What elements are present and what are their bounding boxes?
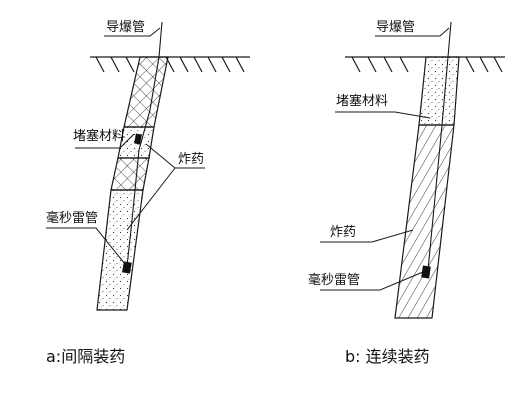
label-ms-detonator-b: 毫秒雷管	[308, 272, 360, 288]
label-stemming-b: 堵塞材料	[336, 93, 388, 109]
caption-b: b: 连续装药	[345, 347, 430, 366]
ground-surface-a	[90, 56, 250, 73]
diagram-a: 导爆管 堵塞材料 炸药 毫秒雷管 a:间隔装药	[46, 20, 250, 366]
stemming-b	[418, 56, 460, 126]
label-explosive-a: 炸药	[178, 152, 204, 167]
stemming-middle-a	[110, 157, 150, 191]
leader-ms-detonator-b	[320, 271, 424, 291]
diagram-b: 导爆管 堵塞材料 炸药 毫秒雷管 b: 连续装药	[308, 20, 505, 366]
explosive-lower-a	[96, 189, 144, 311]
detonator-b	[421, 265, 431, 279]
label-ms-detonator-a: 毫秒雷管	[46, 210, 98, 226]
leader-stemming-a	[75, 133, 135, 149]
leader-stemming-b	[335, 111, 431, 119]
stemming-upper-a	[123, 56, 169, 128]
caption-a: a:间隔装药	[46, 347, 125, 366]
leader-explosive-a-2	[126, 167, 176, 231]
label-detonator-tube-a: 导爆管	[106, 20, 145, 35]
detonator-tube-line-a	[126, 21, 163, 267]
ground-surface-b	[345, 56, 505, 73]
leader-detonator-tube-b	[375, 27, 450, 37]
label-stemming-a: 堵塞材料	[73, 128, 125, 144]
detonator-upper-a	[134, 133, 142, 145]
detonator-tube-line-b	[427, 21, 452, 271]
leader-detonator-tube-a	[104, 27, 161, 37]
leader-ms-detonator-a	[46, 227, 126, 265]
detonator-lower-a	[122, 261, 132, 274]
explosive-b	[394, 124, 455, 319]
label-explosive-b: 炸药	[330, 225, 356, 240]
label-detonator-tube-b: 导爆管	[376, 20, 415, 35]
leader-explosive-b	[320, 229, 414, 243]
